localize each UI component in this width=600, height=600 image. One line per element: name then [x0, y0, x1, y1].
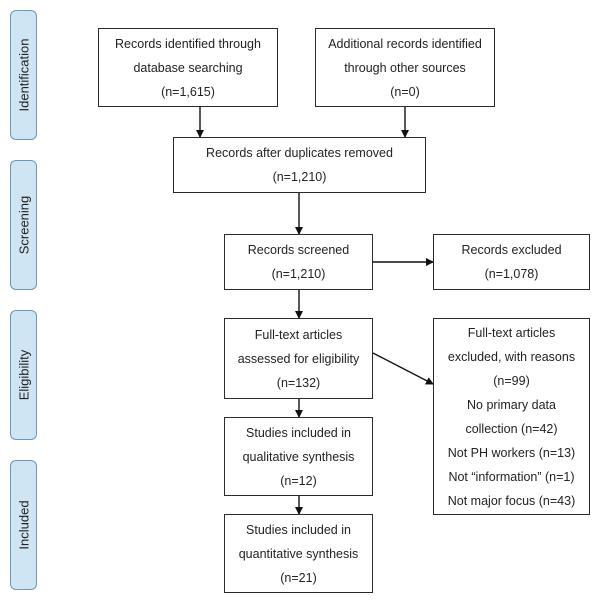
other-records-line-2: through other sources [344, 60, 466, 75]
qualitative-count: (n=12) [280, 473, 317, 488]
box-records-excluded: Records excluded (n=1,078) [433, 234, 590, 290]
reason-no-primary-data-count: collection (n=42) [465, 421, 558, 436]
records-screened-label: Records screened [247, 243, 350, 257]
box-quantitative-synthesis: Studies included in quantitative synthes… [224, 514, 373, 593]
other-records-line-1: Additional records identified [328, 36, 482, 51]
full-text-excluded-line-1: Full-text articles [467, 325, 556, 340]
after-duplicates-count: (n=1,210) [272, 170, 327, 184]
box-full-text-excluded: Full-text articles excluded, with reason… [433, 318, 590, 515]
full-text-assessed-line-2: assessed for eligibility [237, 351, 360, 366]
other-records-count: (n=0) [390, 84, 420, 99]
box-database-records: Records identified through database sear… [98, 28, 278, 107]
reason-no-primary-data: No primary data [467, 397, 556, 412]
full-text-excluded-count: (n=99) [493, 373, 530, 388]
arrow-fulltext-to-excluded [372, 352, 434, 385]
box-full-text-assessed: Full-text articles assessed for eligibil… [224, 318, 373, 399]
qualitative-line-2: qualitative synthesis [242, 449, 355, 464]
qualitative-line-1: Studies included in [246, 425, 351, 440]
box-records-screened: Records screened (n=1,210) [224, 234, 373, 290]
records-excluded-count: (n=1,078) [484, 267, 539, 281]
full-text-assessed-count: (n=132) [276, 375, 321, 390]
reason-not-ph-workers: Not PH workers (n=13) [447, 445, 576, 460]
box-other-records: Additional records identified through ot… [315, 28, 495, 107]
database-records-line-2: database searching [133, 60, 243, 75]
box-qualitative-synthesis: Studies included in qualitative synthesi… [224, 417, 373, 496]
full-text-excluded-line-2: excluded, with reasons [447, 349, 576, 364]
stage-included: Included [10, 460, 37, 590]
stage-eligibility: Eligibility [10, 310, 37, 440]
quantitative-count: (n=21) [280, 570, 317, 585]
after-duplicates-label: Records after duplicates removed [206, 146, 393, 160]
database-records-line-1: Records identified through [115, 36, 261, 51]
full-text-assessed-line-1: Full-text articles [254, 327, 343, 342]
box-after-duplicates: Records after duplicates removed (n=1,21… [173, 137, 426, 193]
reason-not-information: Not “information” (n=1) [448, 469, 575, 484]
stage-identification: Identification [10, 10, 37, 140]
quantitative-line-2: quantitative synthesis [238, 546, 359, 561]
quantitative-line-1: Studies included in [246, 522, 351, 537]
reason-not-major-focus: Not major focus (n=43) [447, 493, 576, 508]
stage-screening: Screening [10, 160, 37, 290]
records-excluded-label: Records excluded [461, 243, 562, 257]
records-screened-count: (n=1,210) [271, 267, 326, 281]
database-records-count: (n=1,615) [161, 84, 215, 99]
